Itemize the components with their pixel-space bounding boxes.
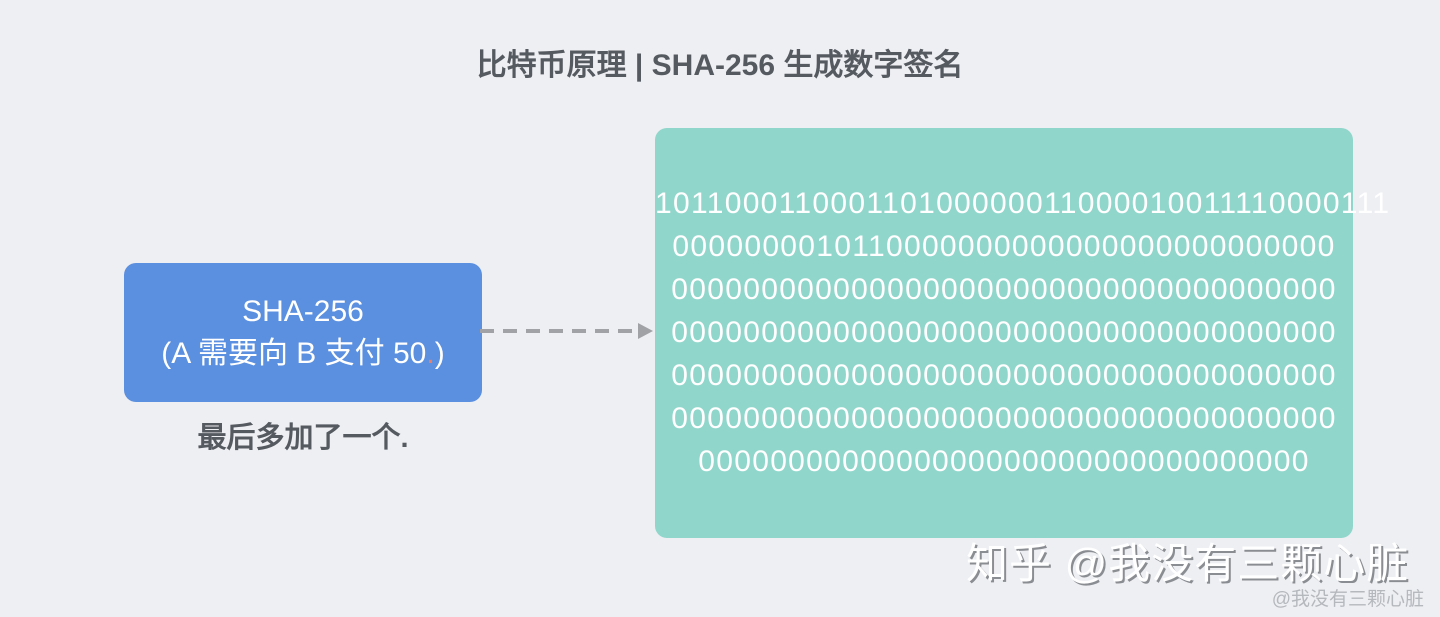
added-period: . — [426, 337, 435, 370]
message-close-paren: ) — [434, 337, 445, 370]
input-line-message: (A 需要向 B 支付 50.) — [124, 333, 482, 375]
hash-line: 1011000110001101000000110000100111100001… — [655, 187, 1391, 220]
input-caption: 最后多加了一个. — [197, 422, 409, 454]
hash-line: 0000000000000000000000000000000000000 — [671, 316, 1337, 349]
dashed-arrow-icon — [480, 323, 653, 339]
hash-output-box: 1011000110001101000000110000100111100001… — [655, 128, 1391, 538]
message-text: (A 需要向 B 支付 50 — [161, 337, 427, 370]
input-message-box: SHA-256 (A 需要向 B 支付 50.) — [124, 263, 482, 402]
hash-line: 0000000000000000000000000000000000 — [698, 445, 1310, 478]
watermark-main: 知乎 @我没有三颗心脏 — [966, 540, 1410, 587]
hash-line: 0000000000000000000000000000000000000 — [671, 273, 1337, 306]
hash-line: 0000000000000000000000000000000000000 — [671, 359, 1337, 392]
hash-line: 0000000010110000000000000000000000000 — [672, 230, 1336, 263]
diagram-title: 比特币原理 | SHA-256 生成数字签名 — [476, 49, 964, 82]
input-line-algorithm: SHA-256 — [242, 295, 364, 328]
watermark-small: @我没有三颗心脏 — [1271, 589, 1424, 610]
hash-line: 0000000000000000000000000000000000000 — [671, 402, 1337, 435]
